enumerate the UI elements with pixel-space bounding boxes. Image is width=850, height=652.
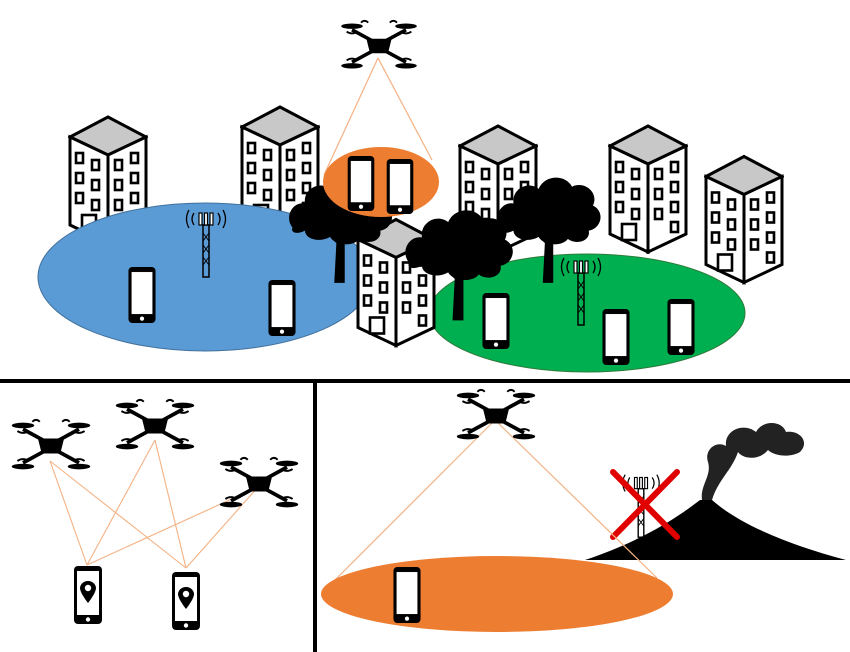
smartphone-icon (601, 308, 631, 366)
smartphone-icon (481, 292, 511, 350)
cross-icon (610, 469, 680, 540)
smartphone-icon (386, 158, 414, 215)
location-pin-icon (74, 566, 102, 624)
drone-link-line (377, 57, 433, 161)
drone-link-line (323, 57, 379, 176)
drone-localization-panel (12, 400, 298, 630)
smoke-plume (701, 423, 805, 500)
smartphone-icon (666, 298, 696, 356)
drone-relay-urban-panel (37, 19, 784, 373)
volcano-icon (585, 500, 846, 560)
building-icon (608, 124, 688, 254)
drone-link-line (329, 419, 496, 586)
drone-icon (220, 458, 298, 507)
building-icon (704, 154, 784, 285)
drone-link-line (494, 419, 658, 579)
location-pin-icon (172, 572, 200, 630)
smartphone-icon (392, 566, 422, 624)
localization-links (49, 439, 259, 569)
drone-icon (339, 19, 419, 71)
smartphone-icon (347, 155, 375, 212)
smartphone-icon (127, 266, 157, 324)
smartphone-icon (267, 279, 297, 337)
orange-coverage-cell (323, 147, 439, 217)
drone-icon (457, 390, 535, 439)
drone-disaster-coverage-panel (321, 390, 846, 632)
orange-coverage-cell (321, 556, 673, 632)
